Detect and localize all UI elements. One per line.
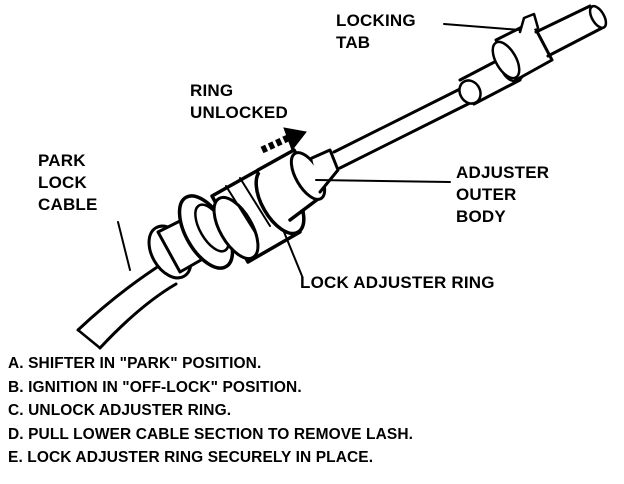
label-adjuster-outer-body-line-1: ADJUSTER [456,163,550,182]
procedure-steps: A. SHIFTER IN "PARK" POSITION. B. IGNITI… [8,352,413,470]
label-adjuster-outer-body: ADJUSTER OUTER BODY [456,162,549,228]
label-locking-tab-line-1: LOCKING [336,11,416,30]
label-park-lock-cable-line-1: PARK [38,151,86,170]
label-park-lock-cable-line-2: LOCK [38,173,87,192]
step-b: B. IGNITION IN "OFF-LOCK" POSITION. [8,378,302,396]
label-park-lock-cable-line-3: CABLE [38,195,98,214]
step-c: C. UNLOCK ADJUSTER RING. [8,402,232,419]
step-a: A. SHIFTER IN "PARK" POSITION. [8,355,262,372]
upper-fitting-with-tab [491,4,608,82]
label-locking-tab: LOCKING TAB [336,10,416,54]
leader-lines [117,23,521,277]
label-locking-tab-line-2: TAB [336,33,371,52]
label-ring-unlocked: RING UNLOCKED [190,80,288,124]
label-lock-adjuster-ring: LOCK ADJUSTER RING [300,272,495,294]
label-ring-unlocked-line-2: UNLOCKED [190,103,288,122]
label-adjuster-outer-body-line-2: OUTER [456,185,517,204]
arrow-up-right-icon [260,127,307,154]
step-e: E. LOCK ADJUSTER RING SECURELY IN PLACE. [8,449,374,466]
label-lock-adjuster-ring-text: LOCK ADJUSTER RING [300,273,495,292]
park-lock-cable-sheath [76,260,178,350]
label-adjuster-outer-body-line-3: BODY [456,207,506,226]
step-d: D. PULL LOWER CABLE SECTION TO REMOVE LA… [8,425,414,443]
label-park-lock-cable: PARK LOCK CABLE [38,150,98,216]
adjuster-outer-body-shape [210,148,340,264]
label-ring-unlocked-line-1: RING [190,81,234,100]
